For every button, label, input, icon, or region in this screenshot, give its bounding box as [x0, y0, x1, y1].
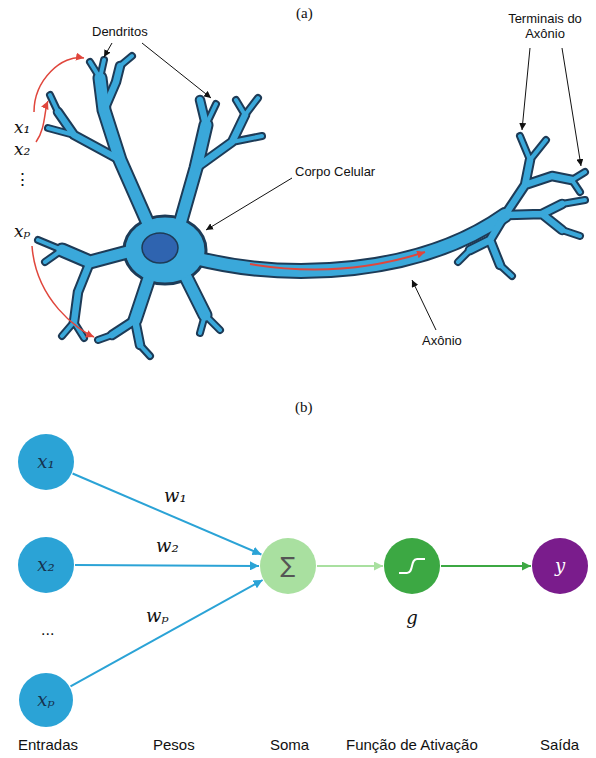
node-text: ∑ — [281, 554, 296, 578]
leader-line — [142, 43, 211, 98]
part-label: Corpo Celular — [295, 165, 375, 180]
ellipsis-label: ... — [41, 621, 54, 639]
sigmoid-curve — [399, 559, 425, 573]
input-node: x₁ — [18, 434, 74, 490]
activation-node: g — [384, 538, 440, 594]
node-text: x₁ — [37, 452, 54, 472]
stage-label: Saída — [540, 736, 579, 753]
input-symbol: xₚ — [14, 222, 30, 242]
panel-label: (a) — [296, 5, 313, 22]
ellipsis-symbol: ⋮ — [14, 170, 31, 190]
leader-line — [412, 280, 436, 330]
connector — [71, 580, 263, 686]
cell-body — [126, 218, 204, 282]
stage-label: Soma — [270, 736, 309, 753]
input-arrow — [32, 246, 94, 337]
signal-arrow — [250, 252, 425, 269]
dendrite-outline — [38, 56, 262, 356]
cell-body-outline — [124, 216, 206, 284]
leader-line — [562, 48, 581, 166]
part-label: Axônio — [422, 334, 462, 349]
input-arrow — [36, 101, 48, 142]
connector — [441, 565, 531, 567]
node-caption: g — [384, 608, 440, 628]
dendrite — [38, 56, 262, 356]
weight-label: w₁ — [162, 486, 189, 506]
connector — [75, 564, 259, 567]
leader-line — [206, 178, 292, 230]
stage-label: Entradas — [18, 736, 78, 753]
stage-label: Pesos — [153, 736, 195, 753]
sum-node: ∑ — [260, 538, 316, 594]
part-label: Terminais do Axônio — [499, 12, 591, 42]
input-symbol: x₂ — [14, 140, 30, 160]
leader-line — [104, 43, 112, 57]
dendrite — [58, 66, 245, 345]
axon-terminal — [470, 160, 572, 265]
neuron-outline — [38, 56, 585, 356]
node-text: xₚ — [37, 690, 54, 710]
nucleus — [142, 233, 178, 263]
part-label: Dendritos — [92, 25, 148, 40]
node-text: x₂ — [37, 555, 54, 575]
input-node: x₂ — [18, 537, 74, 593]
output-node: y — [532, 538, 588, 594]
panel-label: (b) — [295, 399, 313, 416]
leader-lines — [104, 43, 581, 330]
input-node: xₚ — [19, 673, 73, 727]
connector — [317, 565, 383, 567]
input-symbol: x₁ — [14, 118, 30, 138]
weight-label: w₂ — [154, 536, 181, 556]
weight-label: wₚ — [144, 606, 171, 626]
terminal-outline — [458, 136, 585, 276]
sigmoid-icon — [384, 538, 440, 594]
stage-label: Função de Ativação — [346, 736, 478, 753]
terminal-outline — [470, 160, 572, 265]
input-arrow — [34, 58, 84, 112]
neuron-fill — [38, 56, 585, 356]
node-text: y — [555, 556, 565, 576]
axon-terminal — [458, 136, 585, 276]
leader-line — [522, 48, 530, 130]
